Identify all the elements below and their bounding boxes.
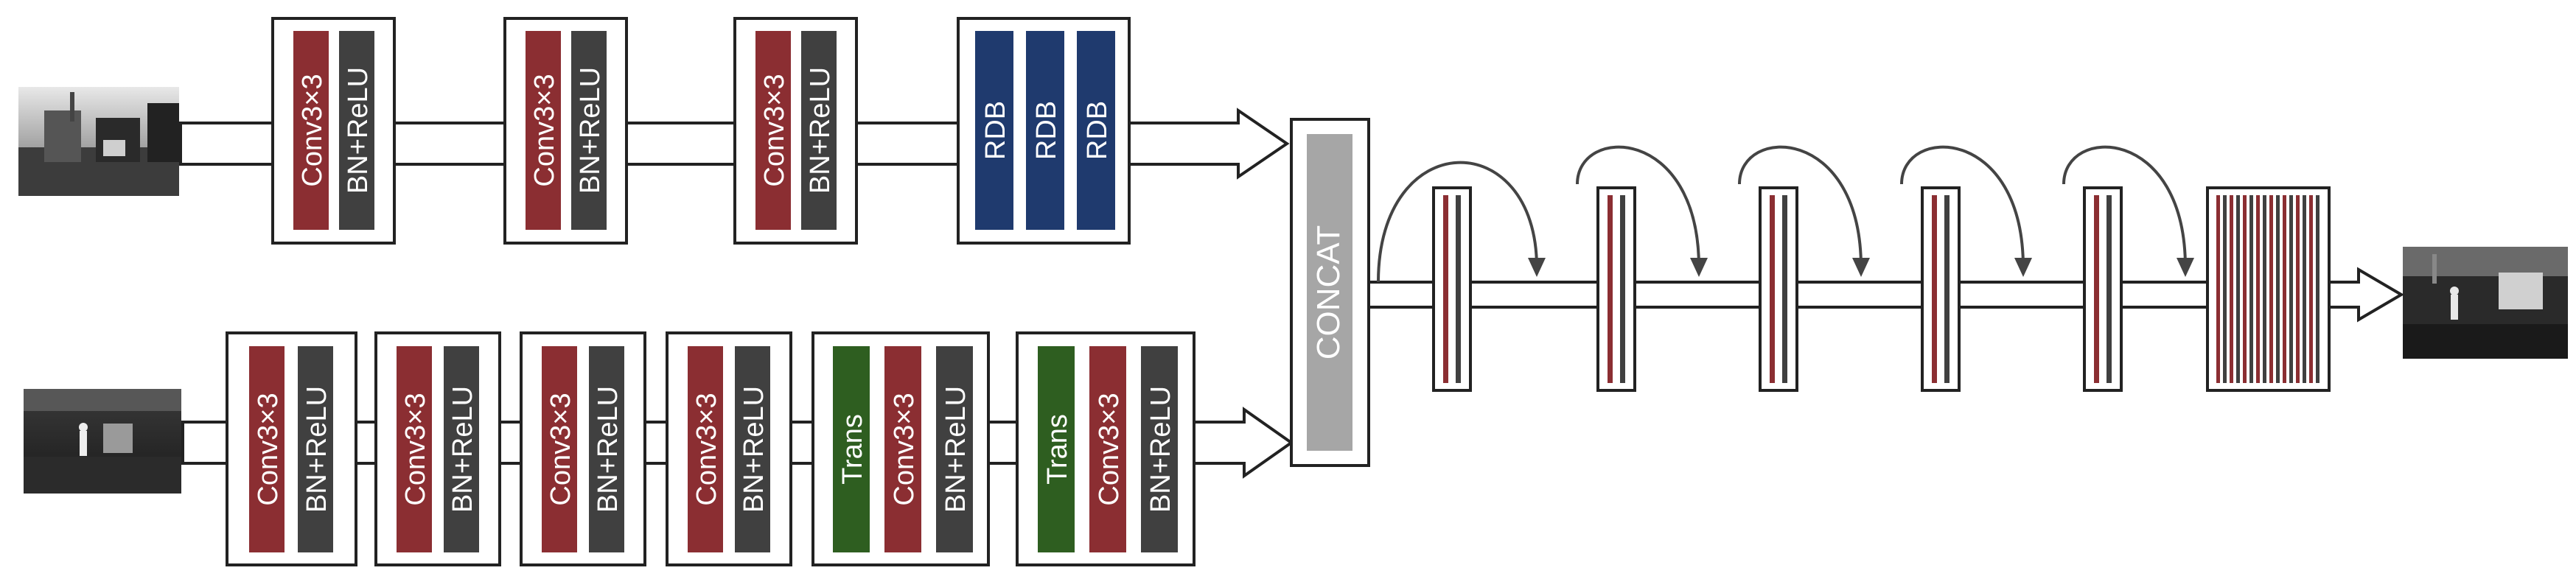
dense-concat-stripe <box>2283 195 2286 383</box>
top-conv-block-1-bn-label: BN+ReLU <box>343 67 374 194</box>
dense-layer-2 <box>1596 186 1636 392</box>
dense-layer-5 <box>2083 186 2123 392</box>
bottom-block-3-bn-label: BN+ReLU <box>593 386 624 513</box>
bottom-block-4: Conv3×3 BN+ReLU <box>666 331 792 566</box>
fused-output-image <box>2403 247 2568 359</box>
bottom-block-6-bn-label: BN+ReLU <box>1145 386 1176 513</box>
dense-concat-stripe <box>2223 195 2227 383</box>
rdb-label-3: RDB <box>1082 101 1113 160</box>
dense-concat-stripe <box>2316 195 2320 383</box>
dense-concat-stripe <box>2289 195 2293 383</box>
top-conv-block-3: Conv3×3 BN+ReLU <box>733 17 858 245</box>
top-rdb-block: RDB RDB RDB <box>957 17 1131 245</box>
dense-layer-3 <box>1759 186 1798 392</box>
bottom-block-4-conv-label: Conv3×3 <box>691 393 722 505</box>
bottom-block-5-trans-label: Trans <box>837 414 868 485</box>
bottom-block-6-trans-label: Trans <box>1042 414 1073 485</box>
top-conv-block-1: Conv3×3 BN+ReLU <box>271 17 396 245</box>
bottom-block-4-bn-label: BN+ReLU <box>739 386 769 513</box>
top-conv-block-3-conv-label: Conv3×3 <box>759 74 790 186</box>
dense-concat-stripe <box>2276 195 2280 383</box>
bottom-block-2: Conv3×3 BN+ReLU <box>374 331 501 566</box>
dense-layer-1 <box>1432 186 1472 392</box>
dense-concat-stripe <box>2236 195 2240 383</box>
dense-concat-stripe <box>2216 195 2220 383</box>
dense-concat-stripe <box>2296 195 2300 383</box>
concat-label: CONCAT <box>1310 225 1347 360</box>
skip-connections <box>1377 145 2187 283</box>
dense-concat-stripe <box>2249 195 2253 383</box>
bottom-block-6-conv-label: Conv3×3 <box>1094 393 1125 505</box>
concat-block: CONCAT <box>1290 118 1370 467</box>
dense-concat-stripe <box>2243 195 2247 383</box>
top-conv-block-2-conv-label: Conv3×3 <box>529 74 560 186</box>
bottom-block-6: Trans Conv3×3 BN+ReLU <box>1016 331 1195 566</box>
dense-concat-stripe <box>2269 195 2273 383</box>
infrared-input-image <box>24 389 181 494</box>
dense-concat-stripe <box>2256 195 2260 383</box>
rdb-label-1: RDB <box>980 101 1011 160</box>
skip-arrowheads <box>1528 258 2194 277</box>
bottom-block-2-conv-label: Conv3×3 <box>400 393 431 505</box>
top-conv-block-3-bn-label: BN+ReLU <box>805 67 836 194</box>
dense-concat-stripe <box>2309 195 2313 383</box>
bottom-block-1-conv-label: Conv3×3 <box>253 393 284 505</box>
dense-concat-stripe <box>2263 195 2266 383</box>
bottom-block-3: Conv3×3 BN+ReLU <box>520 331 646 566</box>
top-conv-block-2: Conv3×3 BN+ReLU <box>503 17 628 245</box>
bottom-block-2-bn-label: BN+ReLU <box>447 386 478 513</box>
bottom-block-1-bn-label: BN+ReLU <box>301 386 332 513</box>
bottom-block-5-bn-label: BN+ReLU <box>940 386 971 513</box>
top-conv-block-2-bn-label: BN+ReLU <box>575 67 606 194</box>
bottom-block-3-conv-label: Conv3×3 <box>545 393 576 505</box>
visible-input-image <box>18 87 179 196</box>
top-conv-block-1-conv-label: Conv3×3 <box>297 74 328 186</box>
dense-concat-stripe <box>2303 195 2306 383</box>
bottom-block-5: Trans Conv3×3 BN+ReLU <box>811 331 990 566</box>
bottom-block-5-conv-label: Conv3×3 <box>889 393 920 505</box>
dense-layer-4 <box>1921 186 1961 392</box>
dense-concat-stripe <box>2230 195 2233 383</box>
dense-concat-layer <box>2206 186 2331 392</box>
bottom-block-1: Conv3×3 BN+ReLU <box>226 331 357 566</box>
rdb-label-2: RDB <box>1031 101 1062 160</box>
